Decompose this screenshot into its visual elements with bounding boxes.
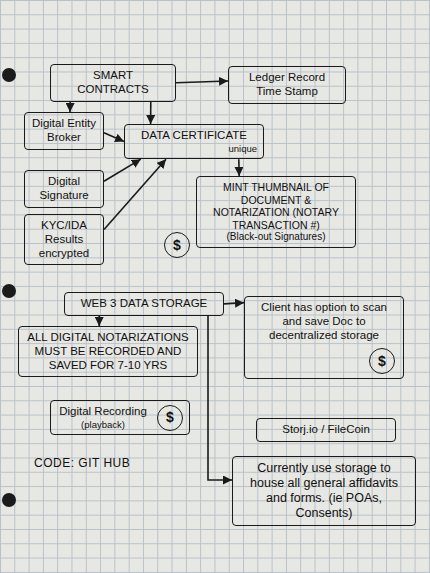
dollar-circle: $: [369, 348, 395, 374]
arrow-connector: [208, 316, 232, 480]
box-text: KYC/IDA Results encrypted: [31, 219, 97, 260]
punch-hole: [2, 68, 16, 82]
box-text: $: [173, 237, 181, 254]
process-box: Digital Entity Broker: [24, 112, 104, 150]
arrow-connector: [69, 102, 71, 112]
arrow-connector: [224, 303, 244, 304]
box-text: (Black-out Signatures): [203, 231, 349, 243]
punch-hole: [2, 493, 16, 507]
process-box: DATA CERTIFICATEunique: [124, 124, 264, 159]
process-box: Storj.io / FileCoin: [256, 418, 396, 442]
process-box: ALL DIGITAL NOTARIZATIONS MUST BE RECORD…: [18, 326, 198, 377]
box-text: $: [378, 353, 386, 370]
box-text: SMART CONTRACTS: [57, 69, 169, 97]
dollar-circle: $: [157, 405, 183, 431]
box-text: ALL DIGITAL NOTARIZATIONS MUST BE RECORD…: [25, 331, 191, 372]
process-box: Currently use storage to house all gener…: [232, 456, 416, 526]
box-text: Digital Signature: [31, 175, 97, 203]
dollar-circle: $: [164, 232, 190, 258]
box-text: WEB 3 DATA STORAGE: [71, 297, 217, 311]
box-text: $: [166, 409, 174, 426]
arrow-connector: [238, 159, 240, 176]
arrow-connector: [104, 133, 124, 142]
arrow-connector: [98, 316, 100, 326]
box-text: (playback): [57, 419, 149, 430]
arrow-connector: [150, 102, 152, 124]
box-text: Digital Recording: [57, 405, 149, 419]
arrow-connector: [176, 81, 228, 83]
process-box: Client has option to scan and save Doc t…: [244, 296, 404, 379]
process-box: Digital Recording(playback) $: [50, 400, 190, 435]
box-text: Storj.io / FileCoin: [263, 423, 389, 437]
process-box: SMART CONTRACTS: [50, 64, 176, 102]
arrow-connector: [104, 159, 141, 181]
box-text: Client has option to scan and save Doc t…: [251, 301, 397, 342]
arrow-connector: [104, 159, 166, 229]
box-text: unique: [131, 143, 257, 154]
box-text: MINT THUMBNAIL OF DOCUMENT & NOTARIZATIO…: [203, 181, 349, 231]
process-box: Digital Signature: [24, 170, 104, 208]
box-text: Ledger Record Time Stamp: [235, 71, 339, 99]
process-box: MINT THUMBNAIL OF DOCUMENT & NOTARIZATIO…: [196, 176, 356, 248]
process-box: KYC/IDA Results encrypted: [24, 214, 104, 265]
note-label: CODE: GIT HUB: [34, 456, 130, 470]
box-text: Currently use storage to house all gener…: [239, 461, 409, 521]
process-box: WEB 3 DATA STORAGE: [64, 292, 224, 316]
box-text: Digital Entity Broker: [31, 117, 97, 145]
box-text: DATA CERTIFICATE: [131, 129, 257, 143]
process-box: Ledger Record Time Stamp: [228, 66, 346, 104]
punch-hole: [2, 284, 16, 298]
